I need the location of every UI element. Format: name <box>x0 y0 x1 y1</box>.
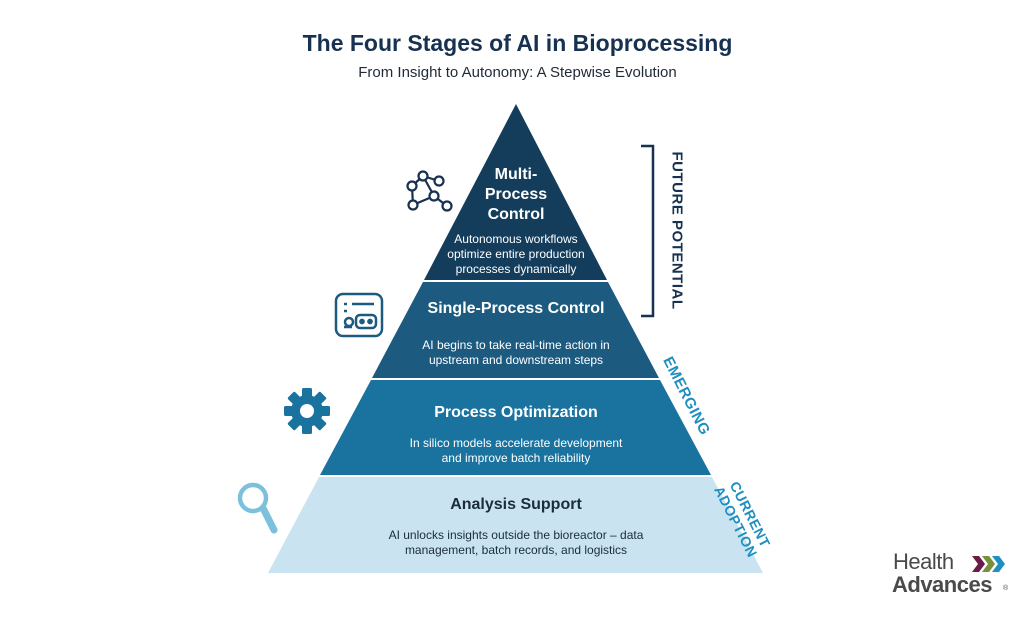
future-potential-bracket <box>641 144 655 318</box>
logo-chevron-icon <box>982 556 995 572</box>
pyramid-tier-multi-process <box>424 104 607 280</box>
pyramid-tier-analysis-support <box>268 477 763 573</box>
level-process-optimization: Process Optimization In silico models ac… <box>340 403 692 466</box>
level-single-process-description: AI begins to take real-time action in up… <box>422 338 610 367</box>
gear-icon <box>284 388 330 434</box>
level-process-optimization-title: Process Optimization <box>434 404 598 421</box>
level-analysis-support-description: AI unlocks insights outside the bioreact… <box>388 528 644 557</box>
control-panel-icon <box>334 292 384 338</box>
logo-registered-mark: ® <box>1003 585 1009 592</box>
pyramid-tier-process-optimization <box>320 380 711 475</box>
logo-arrows-icon <box>972 556 1005 572</box>
logo-chevron-icon <box>972 556 985 572</box>
page-title: The Four Stages of AI in Bioprocessing <box>302 30 733 56</box>
level-analysis-support: Analysis Support AI unlocks insights out… <box>296 495 736 558</box>
logo-chevron-icon <box>992 556 1005 572</box>
page-subtitle: From Insight to Autonomy: A Stepwise Evo… <box>358 64 677 81</box>
level-process-optimization-description: In silico models accelerate development … <box>409 436 623 465</box>
level-analysis-support-title: Analysis Support <box>450 496 582 513</box>
future-potential-label: FUTURE POTENTIAL <box>668 151 686 310</box>
level-single-process: Single-Process Control AI begins to take… <box>380 299 652 368</box>
level-multi-process-description: Autonomous workflows optimize entire pro… <box>447 232 585 276</box>
level-multi-process: Multi- Process Control Autonomous workfl… <box>426 165 606 277</box>
pyramid-tier-single-process <box>372 282 659 378</box>
level-multi-process-title: Multi- Process Control <box>484 166 548 223</box>
magnifier-icon <box>237 482 278 534</box>
logo-health-text: Health <box>893 549 954 574</box>
network-nodes-icon <box>406 170 453 212</box>
level-single-process-title: Single-Process Control <box>427 300 605 317</box>
logo-advances-text: Advances <box>892 572 992 597</box>
